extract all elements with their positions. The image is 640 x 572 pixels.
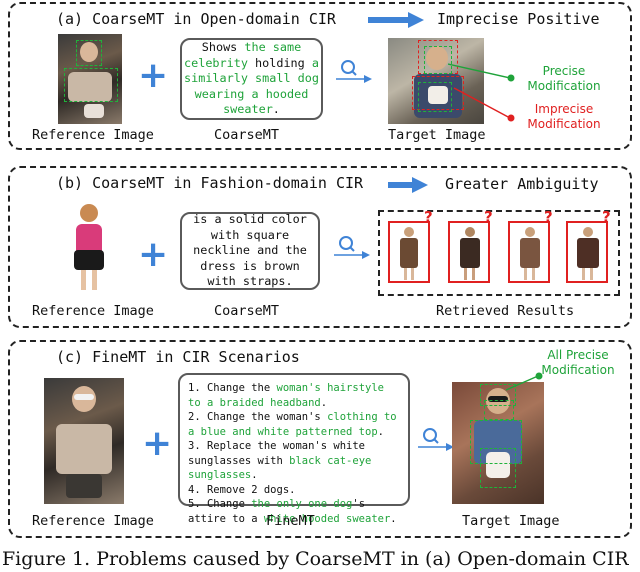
plain-text: .: [377, 425, 384, 438]
all-precise-modification-label: All Precise Modification: [541, 348, 615, 377]
highlighted-text: black cat-eye sunglasses: [188, 454, 372, 482]
coarse-mt-text-line: wearing a hooded: [184, 87, 319, 103]
panel-b-caption-ref: Reference Image: [32, 303, 154, 319]
plus-icon: +: [142, 423, 173, 464]
highlighted-text: wearing a hooded: [194, 86, 309, 101]
retrieved-result-4: [566, 221, 608, 283]
plain-text: 1. Change the: [188, 382, 277, 394]
highlighted-text: clothing to a blue and white patterned t…: [188, 411, 397, 438]
plain-text: 3. Replace the woman's white sunglasses …: [188, 440, 366, 467]
plain-text: Shows: [201, 40, 245, 55]
fine-mt-text-box: 1. Change the woman's hairstyle to a bra…: [178, 373, 410, 525]
panel-a-result: Imprecise Positive: [437, 10, 600, 28]
panel-c-caption-ref: Reference Image: [32, 513, 154, 529]
target-image-c: [452, 382, 544, 504]
magnifier-arrow-icon: [334, 236, 370, 259]
highlighted-text: a: [311, 55, 319, 70]
plain-text: .: [251, 469, 258, 481]
target-c-box-1: [480, 384, 516, 406]
reference-image-c: [44, 378, 124, 504]
panel-b-title: (b) CoarseMT in Fashion-domain CIR: [56, 174, 364, 192]
plain-text: .: [320, 396, 328, 409]
highlighted-text: the only one dog: [251, 498, 353, 510]
panel-a-title: (a) CoarseMT in Open-domain CIR: [56, 10, 336, 28]
fine-mt-item: 2. Change the woman's clothing to a blue…: [188, 410, 400, 439]
panel-b-caption-target: Retrieved Results: [436, 303, 575, 319]
fine-mt-item: 3. Replace the woman's white sunglasses …: [188, 439, 400, 483]
figure-caption: Figure 1. Problems caused by CoarseMT in…: [2, 548, 629, 570]
panel-c: [8, 340, 632, 538]
reference-image-b: [66, 202, 112, 292]
ref-a-face-box: [76, 40, 102, 66]
panel-a: [8, 2, 632, 150]
callout-lines-a: [448, 63, 515, 122]
magnifier-arrow-icon: [418, 428, 454, 451]
panel-c-caption-mid: FineMT: [266, 513, 315, 529]
target-c-box-2: [484, 400, 514, 420]
retrieved-result-3: [508, 221, 550, 283]
target-c-box-4: [480, 448, 516, 488]
panel-b-result: Greater Ambiguity: [445, 175, 599, 193]
imprecise-modification-label: Imprecise Modification: [527, 102, 601, 131]
plus-icon: +: [138, 55, 169, 96]
target-c-box-3: [470, 420, 522, 464]
plain-text: 2. Change the woman's: [188, 411, 328, 423]
coarse-mt-text-b: is a solid color with square neckline an…: [193, 212, 307, 289]
highlighted-text: the same: [244, 40, 302, 55]
coarse-mt-text-box-b: is a solid color with square neckline an…: [180, 212, 320, 290]
fine-mt-item: 5. Change the only one dog's attire to a…: [188, 497, 400, 526]
precise-modification-label: Precise Modification: [527, 64, 601, 93]
highlighted-text: white hooded sweater: [263, 512, 391, 525]
ref-a-body-box: [64, 68, 118, 102]
plain-text: 5. Change: [188, 498, 252, 510]
target-a-precise-box-2: [418, 82, 452, 112]
panel-a-caption-ref: Reference Image: [32, 127, 154, 143]
highlighted-text: woman's hairstyle to a braided headband: [188, 382, 384, 409]
panel-b: [8, 166, 632, 328]
coarse-mt-text-line: celebrity holding a: [184, 56, 319, 72]
plain-text: 4. Remove 2 dogs.: [188, 483, 296, 496]
panel-c-caption-target: Target Image: [462, 513, 560, 529]
panel-a-caption-mid: CoarseMT: [214, 127, 280, 143]
panel-c-title: (c) FineMT in CIR Scenarios: [56, 348, 300, 366]
plus-icon: +: [138, 234, 169, 275]
question-mark-icon: ?: [424, 208, 433, 226]
retrieved-results-box: [378, 210, 620, 296]
panel-b-caption-mid: CoarseMT: [214, 303, 280, 319]
highlighted-text: sweater: [223, 102, 273, 117]
highlighted-text: celebrity: [184, 55, 248, 70]
highlighted-text: similarly small dog: [184, 71, 319, 86]
magnifier-arrow-icon: [336, 60, 372, 83]
panel-a-caption-target: Target Image: [388, 127, 486, 143]
arrow-right-icon: [388, 177, 428, 193]
coarse-mt-text-line: Shows the same: [184, 40, 319, 56]
target-a-precise-box-1: [424, 46, 452, 74]
retrieved-result-2: [448, 221, 490, 283]
question-mark-icon: ?: [484, 208, 493, 226]
plain-text: .: [390, 512, 397, 525]
plain-text: .: [272, 102, 280, 117]
question-mark-icon: ?: [602, 208, 611, 226]
arrow-right-icon: [368, 12, 424, 28]
coarse-mt-text-line: similarly small dog: [184, 71, 319, 87]
fine-mt-item: 1. Change the woman's hairstyle to a bra…: [188, 381, 400, 410]
retrieved-result-1: [388, 221, 430, 283]
question-mark-icon: ?: [544, 208, 553, 226]
plain-text: 's attire to a: [188, 498, 366, 525]
callout-line-c: [506, 372, 543, 391]
plain-text: holding: [247, 55, 312, 70]
fine-mt-item: 4. Remove 2 dogs.: [188, 483, 400, 498]
reference-image-a: [58, 34, 122, 124]
coarse-mt-text-line: sweater.: [184, 102, 319, 118]
